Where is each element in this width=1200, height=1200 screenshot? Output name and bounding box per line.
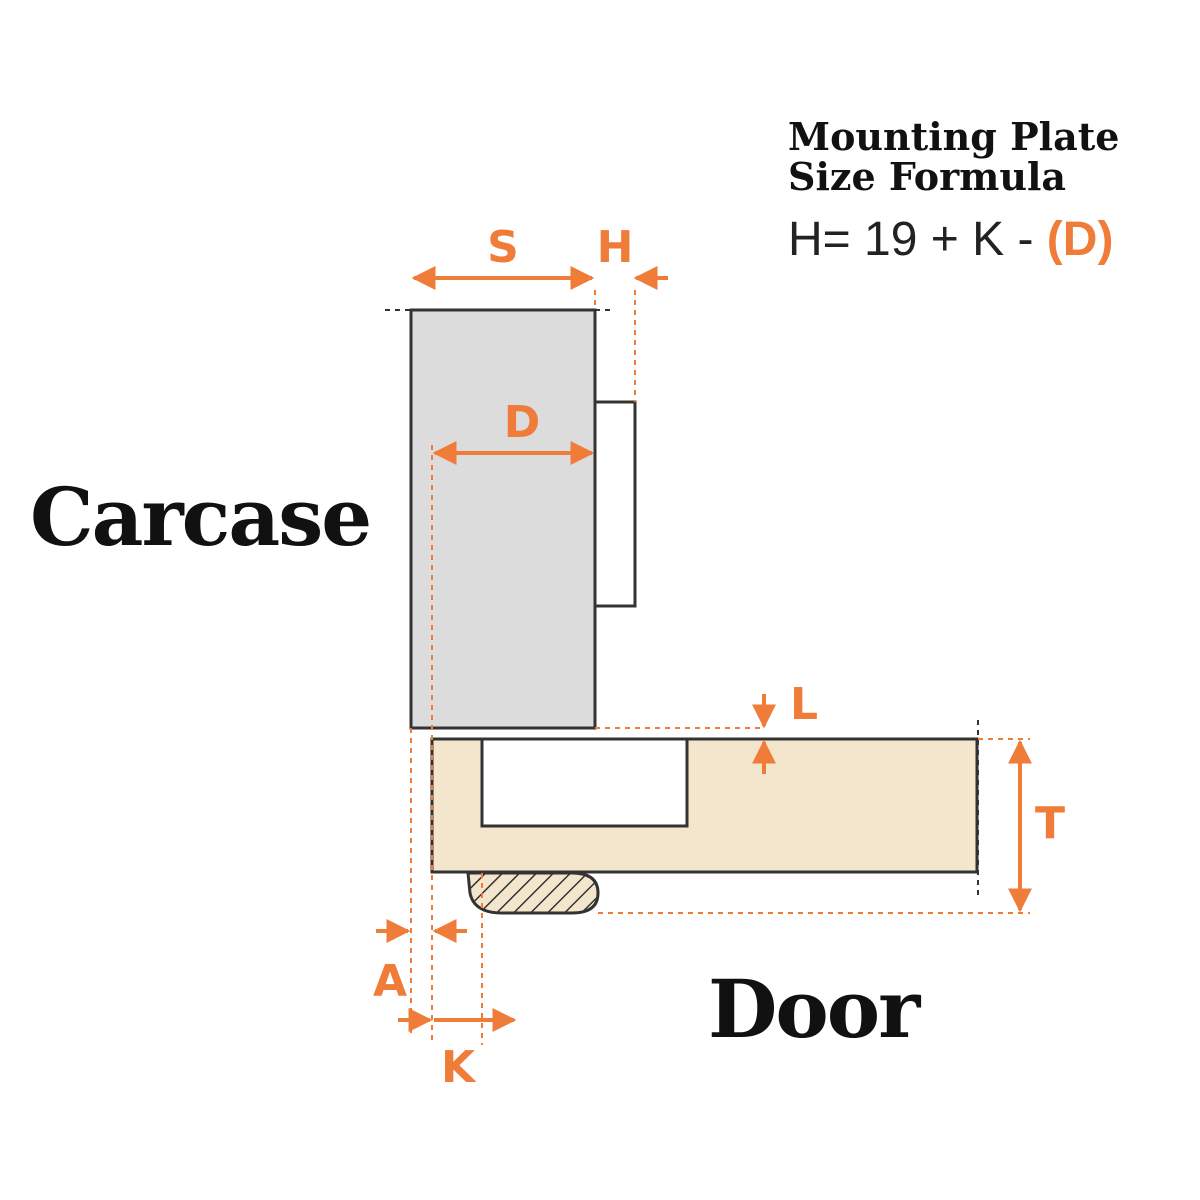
dimension-s-label: S (487, 222, 519, 273)
carcase-panel (409, 308, 597, 730)
dimension-k-label: K (441, 1042, 477, 1093)
formula-text: H= 19 + K - (D) (788, 213, 1113, 266)
door-label: Door (708, 962, 921, 1056)
door-edge-profile (466, 871, 600, 915)
dimension-l-label: L (790, 679, 818, 730)
dimension-a-label: A (373, 956, 407, 1007)
dimension-d-label: D (504, 397, 541, 448)
hinge-cup-hole (480, 737, 689, 828)
formula-highlight: (D) (1047, 213, 1114, 266)
dimension-h-label: H (597, 222, 634, 273)
formula-prefix: H= 19 + K - (788, 213, 1047, 266)
dimension-t-label: T (1035, 798, 1065, 849)
carcase-label: Carcase (30, 470, 370, 564)
mounting-plate (593, 400, 637, 608)
formula-title-line1: Mounting Plate (788, 114, 1119, 159)
formula-title-line2: Size Formula (788, 154, 1066, 199)
